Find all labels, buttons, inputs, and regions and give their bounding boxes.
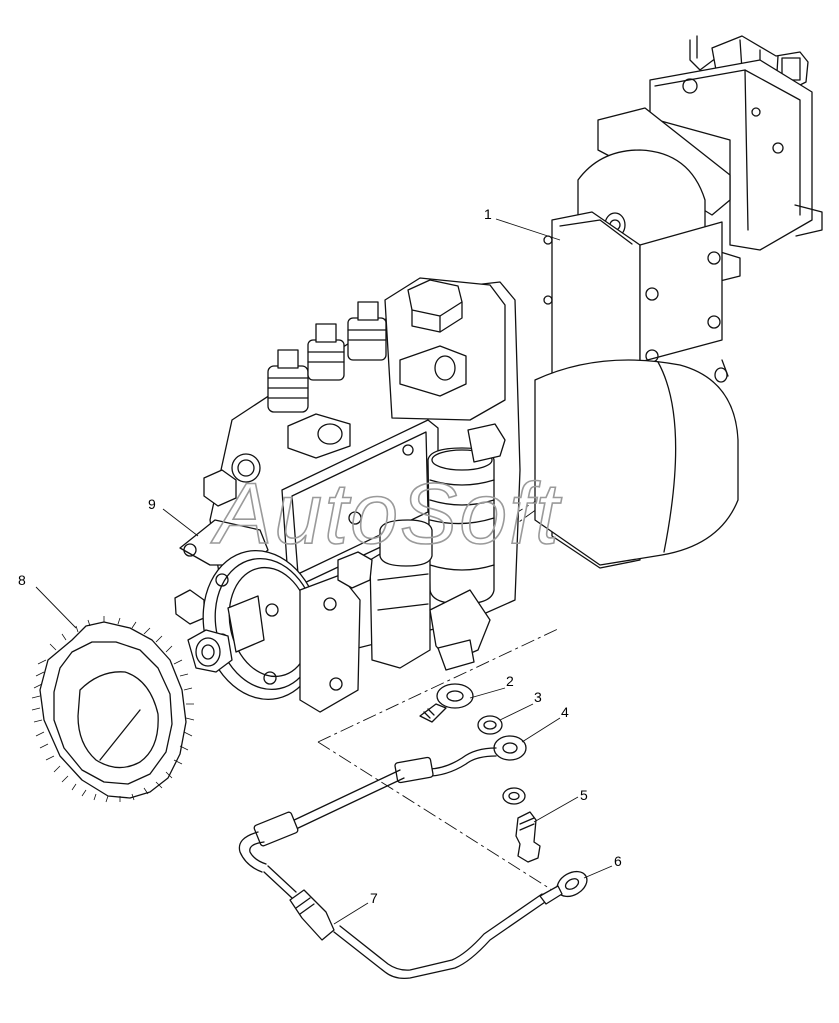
callout-leaders [35, 218, 613, 925]
callout-numbers: 1 2 3 4 5 6 7 8 9 [18, 206, 622, 906]
part-3-washer [477, 715, 503, 735]
part-5-banjo-bolt [502, 787, 541, 863]
part-2-banjo-fitting [419, 683, 474, 723]
callout-6: 6 [614, 853, 622, 869]
part-4-banjo-eye [493, 735, 527, 761]
callout-9: 9 [148, 496, 156, 512]
part-8-drive-gear [31, 616, 195, 803]
part-6-fuel-pipe [238, 747, 588, 980]
watermark-text: AutoSoft [210, 466, 562, 562]
callout-3: 3 [534, 689, 542, 705]
callout-4: 4 [561, 704, 569, 720]
part-1-governor-housing [534, 35, 823, 569]
callout-1: 1 [484, 206, 492, 222]
part-9-injection-pump [174, 277, 521, 713]
callout-8: 8 [18, 572, 26, 588]
callout-7: 7 [370, 890, 378, 906]
callout-5: 5 [580, 787, 588, 803]
callout-2: 2 [506, 673, 514, 689]
